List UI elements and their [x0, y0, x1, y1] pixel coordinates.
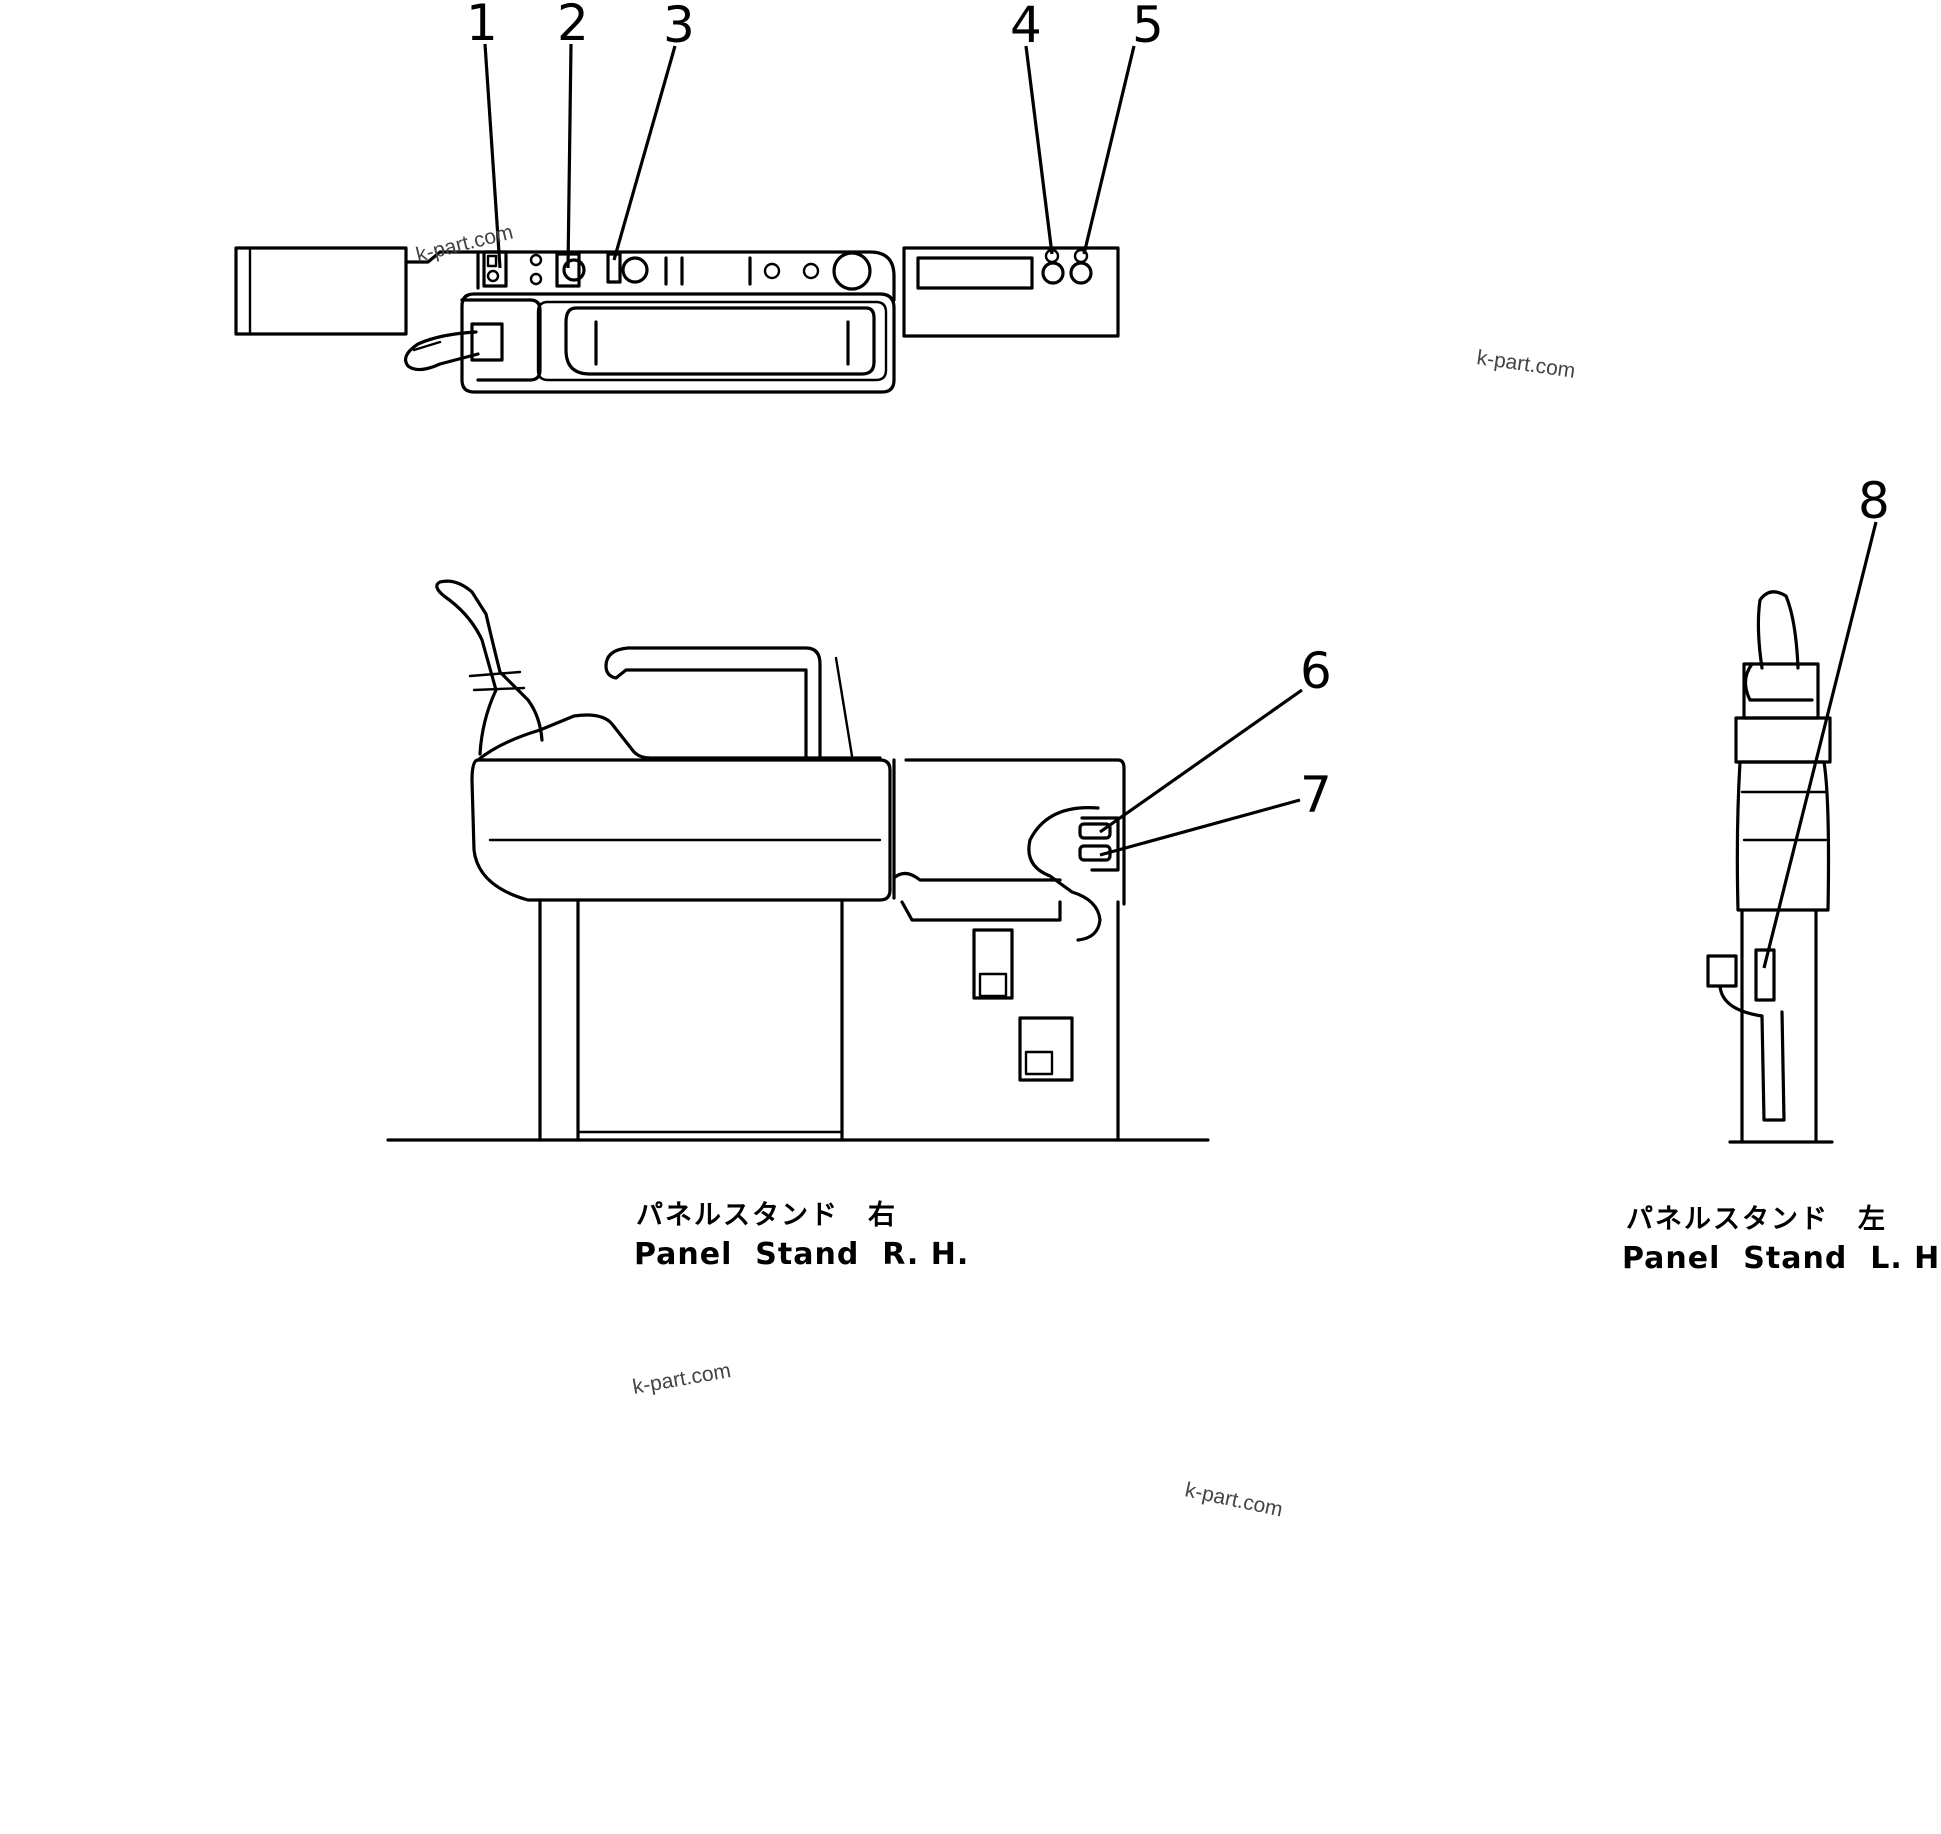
callout-8: 8	[1858, 472, 1890, 530]
callout-1: 1	[466, 0, 498, 52]
caption-lh-en: Panel Stand L. H.	[1622, 1241, 1941, 1276]
callout-2: 2	[557, 0, 589, 52]
panel-stand-rh-drawing	[386, 579, 1210, 1142]
panel-stand-lh-drawing	[1706, 590, 1834, 1144]
callout-labels: 1 2 3 4 5 6 7 8	[466, 0, 1890, 824]
captions: パネルスタンド 右 Panel Stand R. H. パネルスタンド 左 Pa…	[634, 1200, 1941, 1276]
top-view-drawing	[234, 246, 1120, 394]
watermark: k-part.com	[1475, 346, 1576, 383]
caption-rh-jp: パネルスタンド 右	[636, 1200, 897, 1231]
caption-rh-en: Panel Stand R. H.	[634, 1237, 969, 1272]
watermark: k-part.com	[1183, 1478, 1285, 1521]
caption-lh-jp: パネルスタンド 左	[1626, 1204, 1887, 1235]
callout-5: 5	[1132, 0, 1164, 54]
callout-6: 6	[1300, 642, 1332, 700]
watermarks: k-part.com k-part.com k-part.com k-part.…	[414, 221, 1577, 1522]
callout-4: 4	[1010, 0, 1042, 54]
watermark: k-part.com	[631, 1359, 733, 1399]
callout-3: 3	[663, 0, 695, 54]
leader-lines	[483, 43, 1878, 969]
callout-7: 7	[1300, 766, 1332, 824]
